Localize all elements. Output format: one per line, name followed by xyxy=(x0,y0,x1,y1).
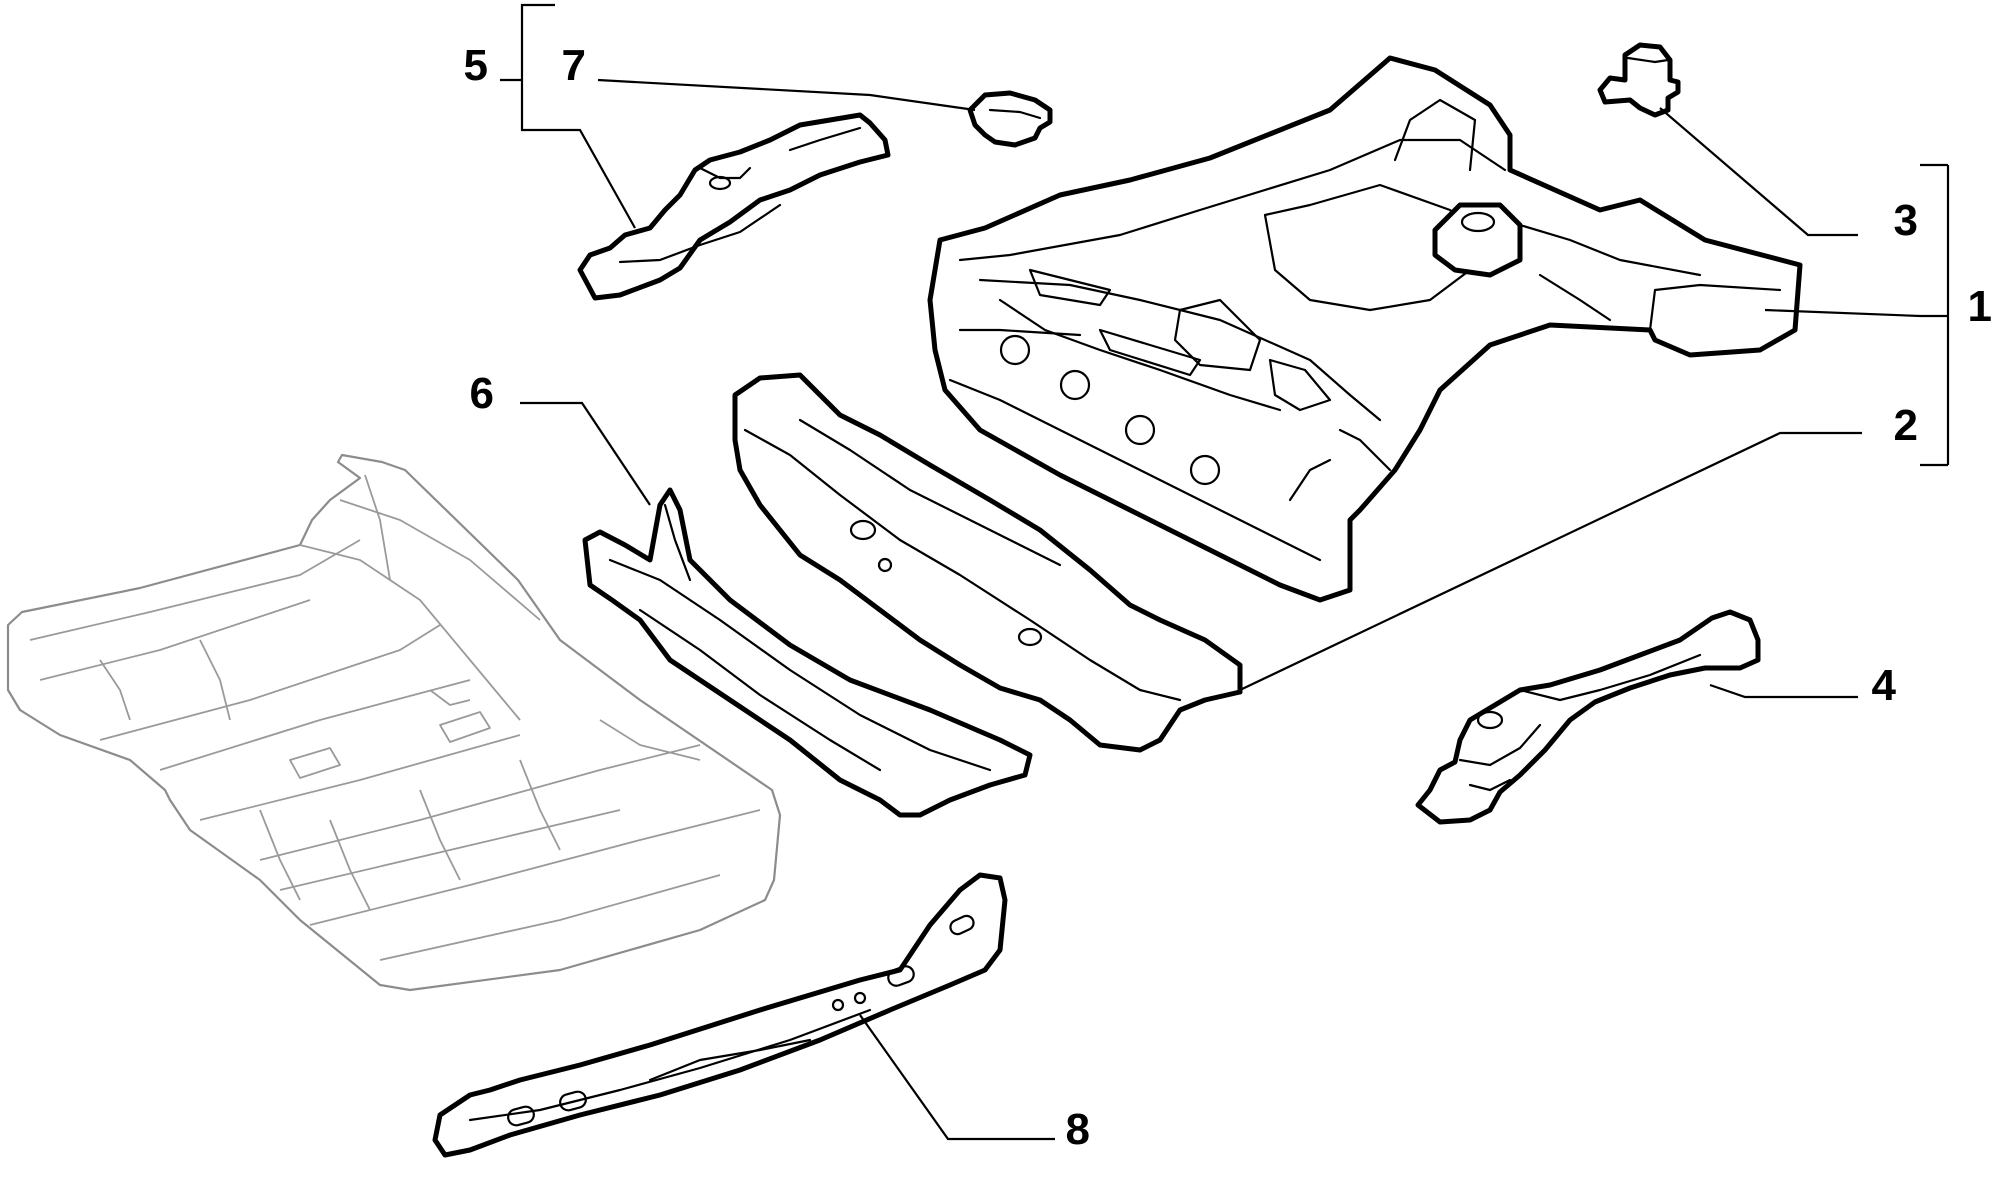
callout-3: 3 xyxy=(1894,196,1918,245)
small-bracket xyxy=(1597,42,1681,118)
leader-1 xyxy=(1764,308,1948,318)
ghost-front-floor-panel xyxy=(6,453,782,992)
leader-3 xyxy=(1659,107,1858,237)
callout-5: 5 xyxy=(464,41,488,90)
leader-lines xyxy=(500,3,1950,1141)
callout-labels: 1 2 3 4 5 6 7 8 xyxy=(464,41,1992,1154)
callout-7: 7 xyxy=(562,41,586,90)
callout-1: 1 xyxy=(1968,282,1992,331)
callout-2: 2 xyxy=(1894,401,1918,450)
rear-floor-pan xyxy=(927,55,1803,603)
bracket-5 xyxy=(520,3,555,80)
leader-6 xyxy=(520,401,651,506)
small-clip xyxy=(967,90,1053,148)
callout-8: 8 xyxy=(1066,1105,1090,1154)
leader-8 xyxy=(859,1014,1055,1141)
leader-4 xyxy=(1709,683,1858,699)
callout-4: 4 xyxy=(1872,661,1897,710)
cross-member xyxy=(732,372,1243,753)
leader-7 xyxy=(597,78,976,112)
callout-6: 6 xyxy=(470,369,494,418)
rail-lower xyxy=(432,872,1008,1158)
rail-upper-left xyxy=(577,112,891,301)
rail-right xyxy=(1415,609,1761,825)
diagonal-strut xyxy=(582,487,1033,818)
leader-5 xyxy=(520,80,636,229)
leader-2 xyxy=(1239,431,1862,691)
